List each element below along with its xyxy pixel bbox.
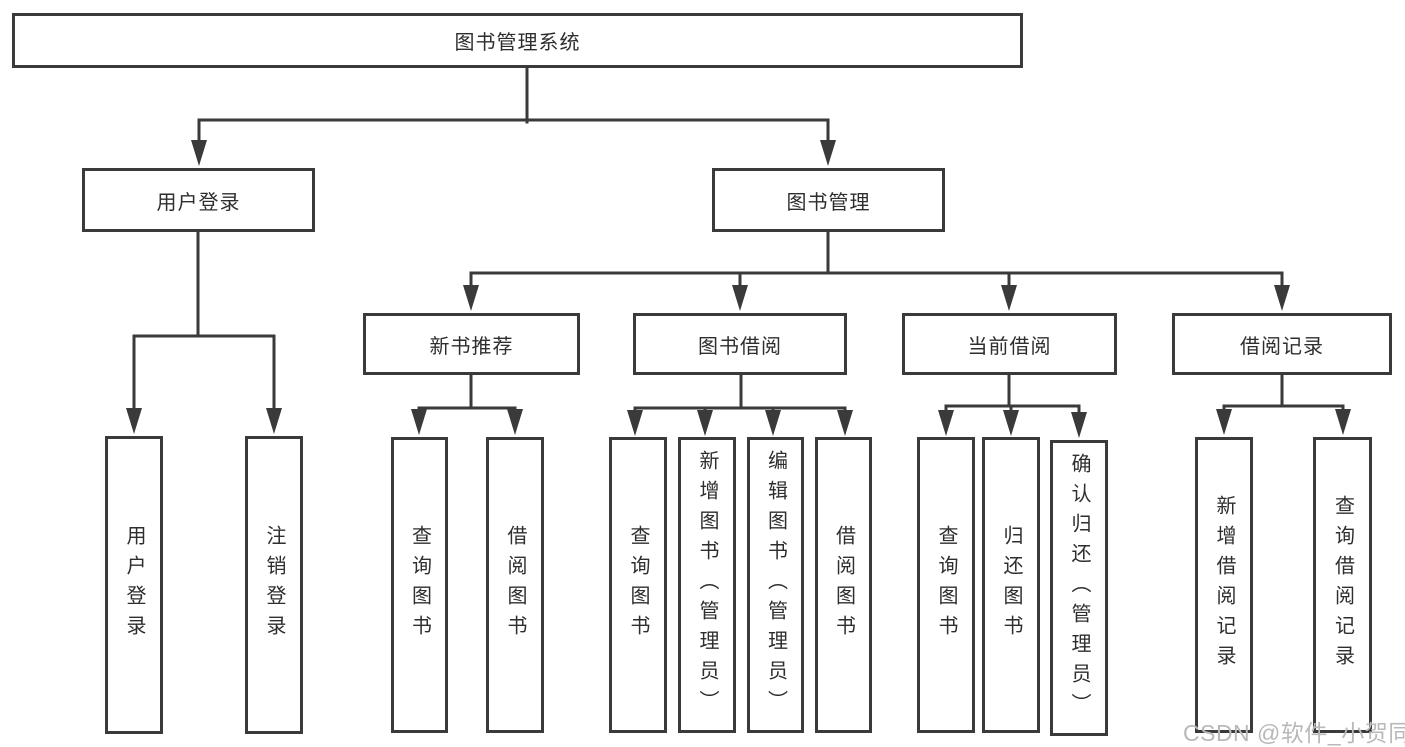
leaf-user-login: 用户登录 xyxy=(105,436,163,734)
node-current-borrowing-label: 当前借阅 xyxy=(967,335,1052,358)
node-book-borrowing-label: 图书借阅 xyxy=(698,335,782,358)
node-new-book-recommendation: 新书推荐 xyxy=(363,313,580,375)
leaf-br-query-record: 查询借阅记录 xyxy=(1313,437,1372,733)
node-borrowing-records: 借阅记录 xyxy=(1172,313,1392,375)
leaf-bb-borrow-books: 借阅图书 xyxy=(815,437,872,733)
leaf-bb-add-book-admin: 新增图书（管理员） xyxy=(678,437,736,733)
node-root: 图书管理系统 xyxy=(12,13,1023,68)
leaf-bb-edit-book-admin: 编辑图书（管理员） xyxy=(747,437,804,733)
leaf-cb-confirm-return-admin: 确认归还（管理员） xyxy=(1050,440,1108,736)
node-new-book-recommendation-label: 新书推荐 xyxy=(429,335,514,358)
node-user-login-label: 用户登录 xyxy=(156,191,241,214)
node-book-management: 图书管理 xyxy=(712,168,945,232)
leaf-cb-return-books: 归还图书 xyxy=(982,437,1040,733)
node-user-login: 用户登录 xyxy=(82,168,315,232)
leaf-bb-query-books: 查询图书 xyxy=(609,437,667,733)
leaf-br-add-record: 新增借阅记录 xyxy=(1195,437,1253,733)
leaf-cb-query-books: 查询图书 xyxy=(917,437,975,733)
node-current-borrowing: 当前借阅 xyxy=(902,313,1117,375)
leaf-logout: 注销登录 xyxy=(245,436,303,734)
node-root-label: 图书管理系统 xyxy=(454,32,581,54)
leaf-nbr-borrow-books: 借阅图书 xyxy=(486,437,544,733)
node-borrowing-records-label: 借阅记录 xyxy=(1240,335,1324,358)
leaf-nbr-query-books: 查询图书 xyxy=(391,437,448,733)
node-book-management-label: 图书管理 xyxy=(786,191,871,214)
node-book-borrowing: 图书借阅 xyxy=(633,313,847,375)
arrowheads xyxy=(126,140,1351,438)
csdn-watermark: CSDN @软件_小贺同学 xyxy=(1183,720,1405,746)
